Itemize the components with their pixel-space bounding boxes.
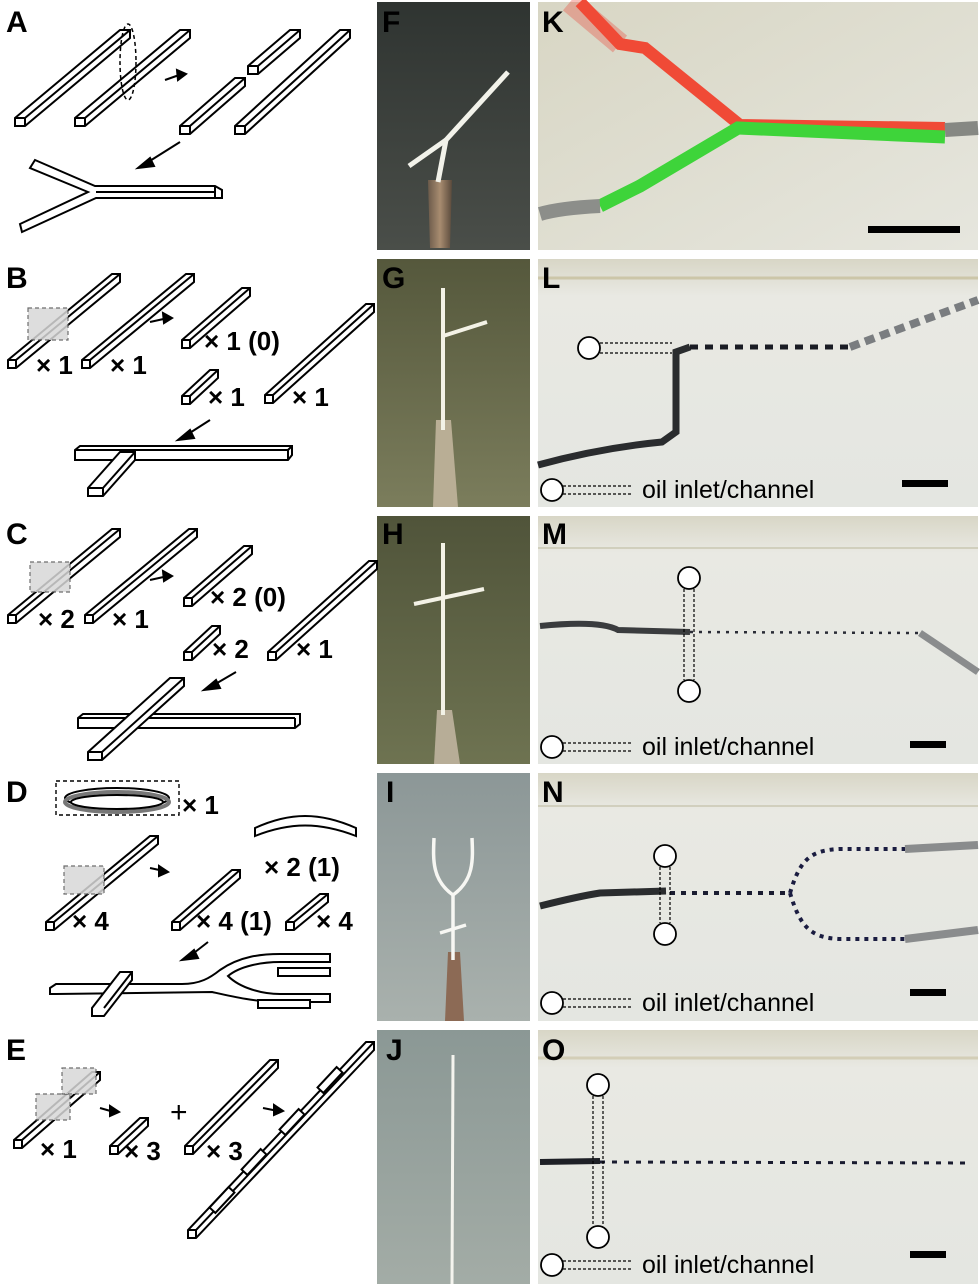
count-e-left: × 1 [40,1134,77,1164]
photo-panel-h [377,516,530,764]
panel-label-c: C [6,518,28,551]
panel-label-j: J [386,1034,403,1067]
panel-label-o: O [542,1034,566,1067]
panel-label-i: I [386,776,395,809]
legend-oil-inlet-o: oil inlet/channel [642,1251,815,1279]
photo-panel-i [377,773,530,1021]
photo-panel-l [537,259,980,507]
legend-oil-inlet-n: oil inlet/channel [642,989,815,1017]
count-c-left2: × 1 [112,604,149,634]
schematic-b [7,273,375,497]
photo-panel-f [377,2,530,250]
schematic-d [45,780,357,1017]
photo-panel-k [537,0,979,250]
photo-panel-g [377,259,530,507]
panel-label-a: A [6,6,28,39]
count-d-arc: × 2 (1) [264,852,340,882]
legend-oil-inlet-l: oil inlet/channel [642,476,815,504]
panel-label-k: K [542,6,564,39]
count-d-small: × 4 [316,906,353,936]
count-b-right-short: × 1 [208,382,245,412]
count-c-right-tall: × 1 [296,634,333,664]
scale-bar-m [910,741,946,748]
count-e-mid: × 3 [124,1136,161,1166]
panel-label-l: L [542,262,561,295]
panel-label-d: D [6,776,28,809]
photo-panel-n [538,773,979,1021]
legend-oil-inlet-m: oil inlet/channel [642,733,815,761]
count-d-right: × 4 (1) [196,906,272,936]
count-b-right-long: × 1 (0) [204,326,280,356]
count-c-left1: × 2 [38,604,75,634]
panel-label-g: G [382,262,406,295]
count-c-right-long: × 2 (0) [210,582,286,612]
schematic-e [13,1041,375,1239]
schematic-a [14,23,351,234]
count-b-left2: × 1 [110,350,147,380]
scale-bar-l [902,480,948,487]
plus-sign: + [170,1096,188,1129]
count-c-right-short: × 2 [212,634,249,664]
panel-label-h: H [382,518,404,551]
count-b-right-tall: × 1 [292,382,329,412]
scale-bar-k [868,226,960,233]
photo-panel-m [538,516,980,764]
schematic-c [7,528,378,761]
count-b-left1: × 1 [36,350,73,380]
photo-panel-j [377,1030,530,1285]
count-d-ring: × 1 [182,790,219,820]
panel-label-f: F [382,6,401,39]
panel-label-m: M [542,518,567,551]
count-e-mid2: × 3 [206,1136,243,1166]
scale-bar-o [910,1251,946,1258]
count-d-left: × 4 [72,906,109,936]
scale-bar-n [910,989,946,996]
photo-panel-o [538,1030,978,1284]
panel-label-b: B [6,262,28,295]
panel-label-n: N [542,776,564,809]
panel-label-e: E [6,1034,27,1067]
